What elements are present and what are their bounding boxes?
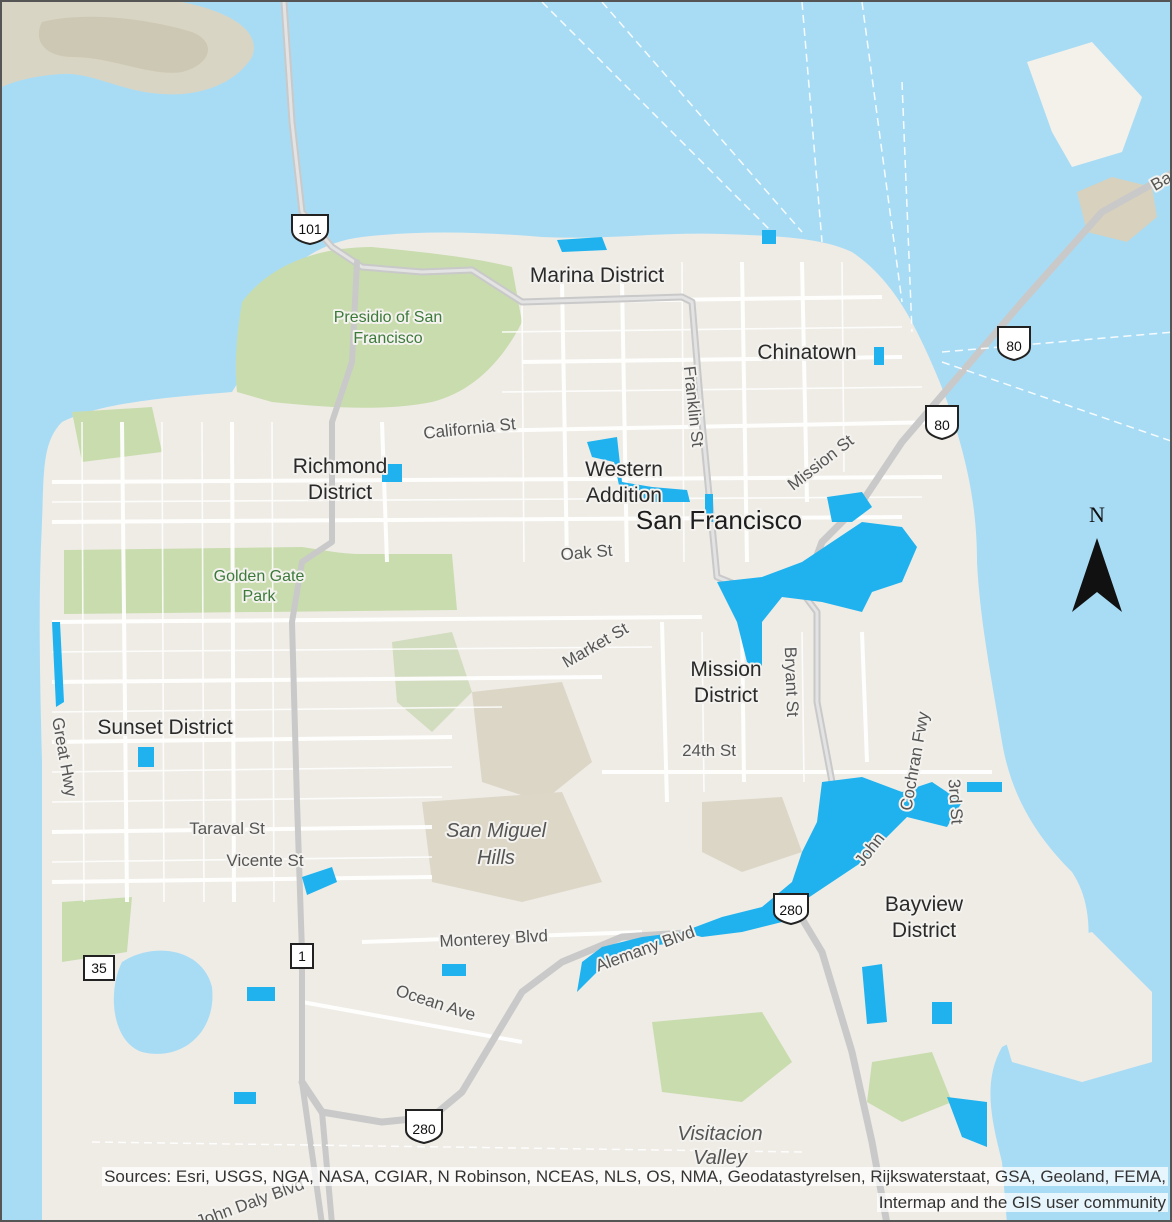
- marin-terrain-shading: [38, 16, 209, 73]
- lake-merced-park: [62, 897, 132, 962]
- label-bayview-2: District: [892, 919, 956, 942]
- flood-areas: [52, 230, 1002, 1147]
- flood-marina-east: [762, 230, 776, 244]
- flood-chinatown: [874, 347, 884, 365]
- flood-ocean-ave: [442, 964, 466, 976]
- flood-pier70: [967, 782, 1002, 792]
- street-bryant: Bryant St: [781, 647, 802, 718]
- shield-i80-a: 80: [997, 326, 1031, 362]
- north-arrow-icon: N: [1072, 502, 1122, 612]
- label-chinatown: Chinatown: [757, 341, 856, 364]
- flood-islais-creek: [682, 777, 962, 937]
- flood-sunset-block: [138, 747, 154, 767]
- bayview-hill: [867, 1052, 952, 1122]
- label-golden-gate-2: Park: [243, 588, 277, 605]
- highway-1: [289, 259, 360, 1220]
- attribution-line-1: Sources: Esri, USGS, NGA, NASA, CGIAR, N…: [102, 1167, 1168, 1186]
- flood-ocean-beach: [52, 622, 64, 707]
- ferry-routes: [91, 2, 1170, 1153]
- bernal-heights: [702, 797, 802, 872]
- lincoln-park: [72, 407, 162, 462]
- street-grid: [51, 261, 992, 1044]
- shield-i80-b: 80: [925, 405, 959, 441]
- label-presidio-2: Francisco: [353, 330, 422, 347]
- highway-280: [298, 898, 796, 1126]
- label-presidio-1: Presidio of San: [334, 309, 443, 326]
- label-sunset-district: Sunset District: [97, 716, 233, 739]
- label-mission-1: Mission: [690, 658, 761, 681]
- attribution: Sources: Esri, USGS, NGA, NASA, CGIAR, N…: [8, 1164, 1168, 1216]
- shield-i280-b: 280: [773, 893, 809, 926]
- shield-i80-b-label: 80: [934, 417, 950, 433]
- san-miguel-hills-terrain: [422, 792, 602, 902]
- label-san-francisco: San Francisco: [636, 505, 802, 535]
- flood-mission-bay: [717, 522, 917, 672]
- highways: [280, 2, 1170, 1220]
- flood-vicente: [302, 867, 337, 895]
- shield-i80-a-label: 80: [1006, 338, 1022, 354]
- shield-i280-label: 280: [412, 1121, 436, 1137]
- shield-ca1: 1: [290, 943, 314, 969]
- treasure-island: [1027, 42, 1142, 167]
- shield-ca35-label: 35: [91, 960, 107, 976]
- lake-merced: [113, 950, 213, 1054]
- flood-south-beach: [827, 492, 872, 522]
- label-marina-district: Marina District: [530, 264, 664, 287]
- label-golden-gate-1: Golden Gate: [214, 568, 305, 585]
- label-richmond-2: District: [308, 481, 372, 504]
- label-visitacion-2: Valley: [693, 1147, 748, 1169]
- attribution-line-2: Intermap and the GIS user community: [876, 1193, 1168, 1212]
- shield-i280: 280: [405, 1109, 443, 1145]
- flood-marina: [557, 237, 607, 252]
- street-taraval: Taraval St: [189, 819, 265, 838]
- shield-us101-label: 101: [298, 221, 322, 237]
- label-western-2: Addition: [586, 484, 662, 507]
- flood-bryant: [705, 494, 713, 522]
- label-richmond-1: Richmond: [293, 455, 388, 478]
- street-24th: 24th St: [682, 741, 736, 760]
- flood-richmond: [382, 464, 402, 482]
- flood-candlestick: [862, 964, 887, 1024]
- north-arrow-label: N: [1089, 502, 1105, 527]
- shield-ca1-label: 1: [298, 948, 306, 964]
- label-bayview-1: Bayview: [885, 893, 964, 916]
- shield-ca35: 35: [83, 955, 115, 981]
- label-san-miguel-1: San Miguel: [446, 820, 547, 842]
- flood-western-addition: [587, 437, 690, 502]
- shield-i280-b-label: 280: [779, 902, 803, 918]
- mclaren-park: [652, 1012, 792, 1102]
- minor-street-grid: [51, 261, 923, 903]
- hunters-point: [982, 932, 1152, 1082]
- flood-lake-merced: [247, 987, 275, 1001]
- street-3rd: 3rd St: [944, 778, 966, 825]
- label-san-miguel-2: Hills: [477, 847, 515, 869]
- flood-bayview-east: [932, 1002, 952, 1024]
- flood-alemany: [577, 932, 682, 992]
- flood-candlestick-east: [947, 1097, 987, 1147]
- street-vicente: Vicente St: [226, 851, 303, 870]
- shield-us101: 101: [291, 214, 329, 246]
- label-visitacion-1: Visitacion: [677, 1123, 762, 1145]
- twin-peaks: [472, 682, 592, 802]
- highway-101-inner: [282, 2, 834, 904]
- presidio-park: [235, 247, 523, 408]
- label-mission-2: District: [694, 684, 758, 707]
- flood-sunset-south: [234, 1092, 256, 1104]
- label-western-1: Western: [585, 458, 663, 481]
